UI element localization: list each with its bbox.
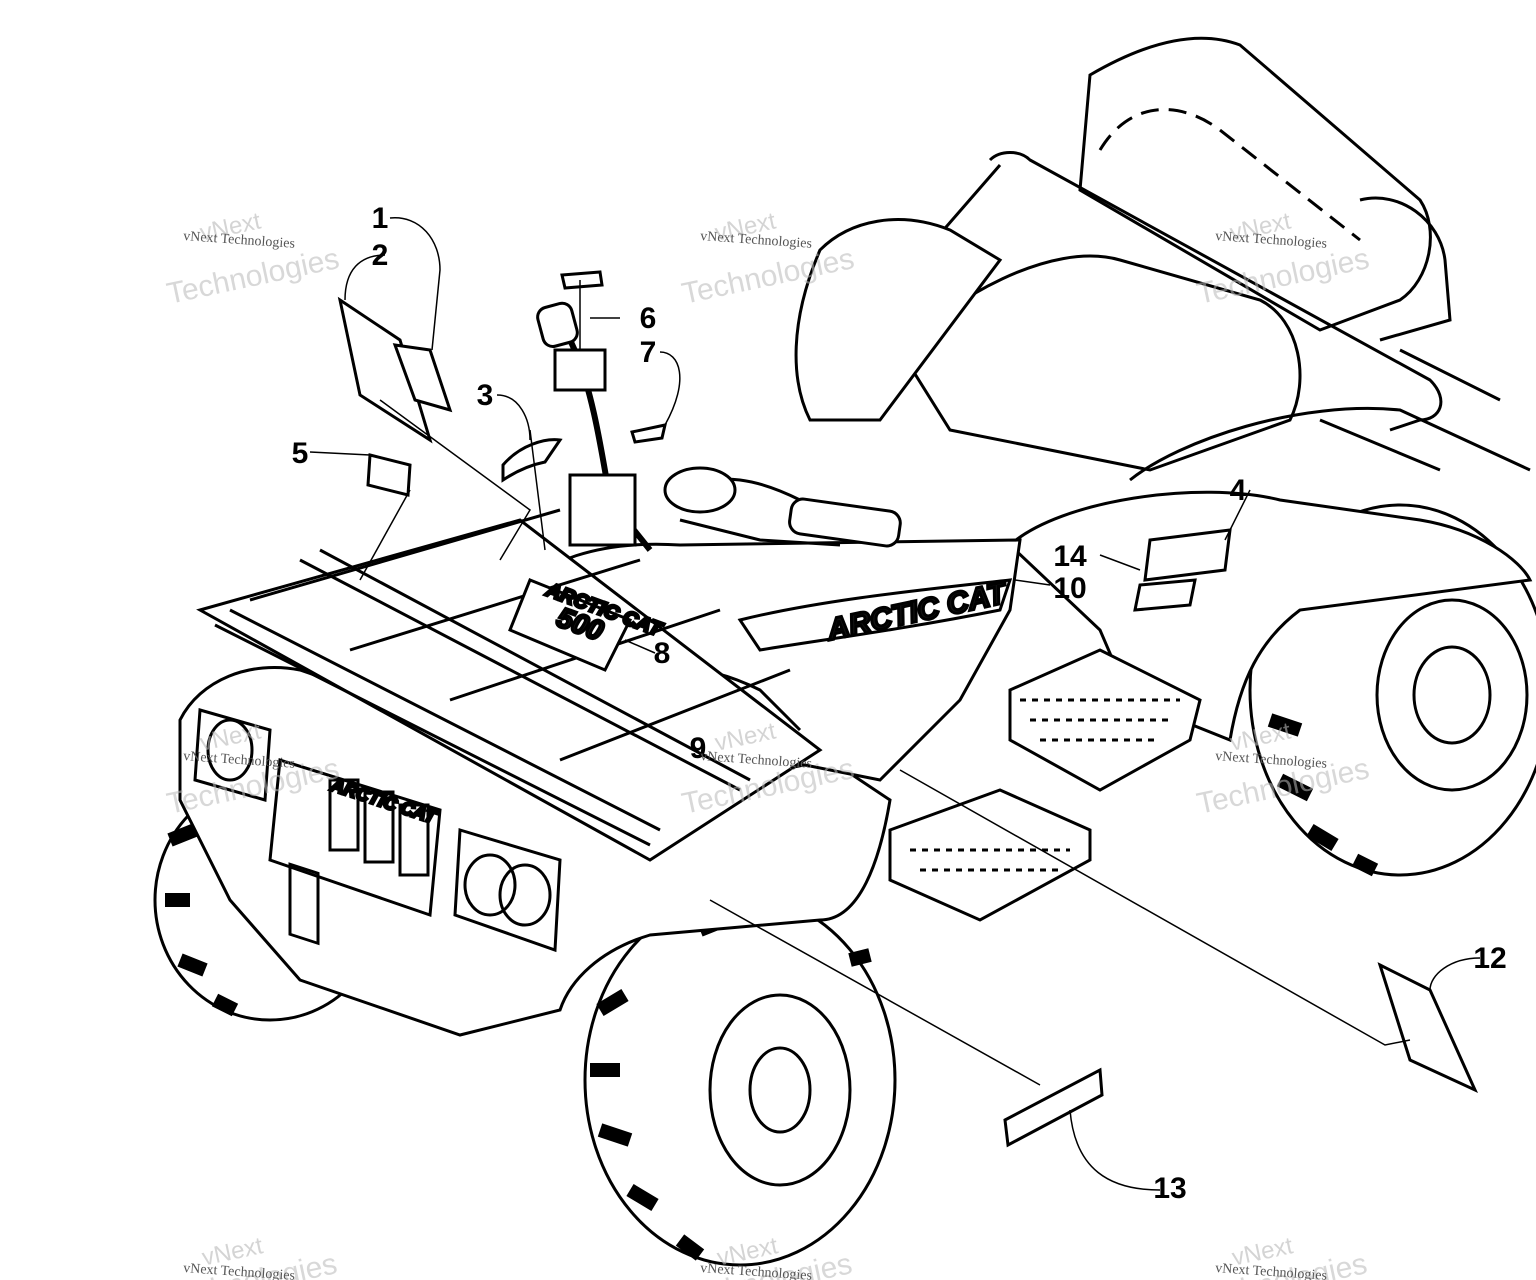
decal-7 [630,423,667,444]
leader-lines [309,217,1481,1191]
watermark: vNext Technologies [164,207,342,311]
decal-12 [1377,962,1479,1094]
handlebars [536,301,902,552]
footwells [888,648,1202,922]
decal-2 [337,296,433,444]
svg-text:Technologies: Technologies [164,242,342,311]
decal-3 [501,438,563,483]
decal-parts [337,270,1479,1148]
decal-6 [560,270,604,290]
callout-1: 1 [372,202,389,235]
callout-10: 10 [1053,572,1086,605]
decal-5 [366,453,412,497]
decal-1 [392,343,453,413]
decal-13 [1003,1067,1104,1148]
callout-12: 12 [1473,942,1506,975]
callout-6: 6 [640,302,657,335]
watermark-text: vNext Technologies [700,229,813,252]
callout-7: 7 [640,336,657,369]
callout-3: 3 [477,379,494,412]
headlights [193,708,562,953]
callout-4: 4 [1230,474,1247,507]
callout-5: 5 [292,437,309,470]
front-right-wheel [583,893,897,1267]
watermark-text: vNext Technologies [183,229,296,252]
callout-14: 14 [1053,540,1087,573]
callout-9: 9 [690,732,707,765]
callout-13: 13 [1153,1172,1186,1205]
callout-8: 8 [654,637,671,670]
callout-labels: 1 2 3 4 5 6 7 8 9 10 12 13 14 [292,202,1507,1205]
callout-2: 2 [372,239,389,272]
rear-rack-seat [794,36,1531,482]
front-rack [196,508,823,862]
